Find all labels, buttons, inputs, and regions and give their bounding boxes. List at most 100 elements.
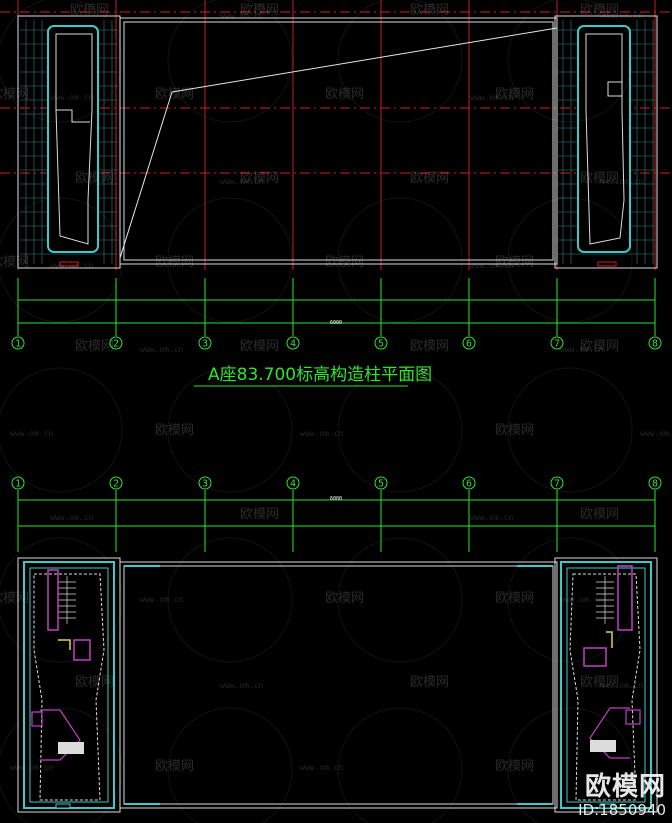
watermark-brand: 欧模网 — [325, 255, 364, 270]
upper-right-core — [554, 15, 658, 269]
watermark-url: www.om.cn — [300, 429, 344, 438]
watermark-brand: 欧模网 — [155, 759, 194, 774]
axis-label: 7 — [554, 479, 560, 490]
axis-label: 5 — [378, 339, 384, 350]
watermark-url: www.om.cn — [10, 429, 54, 438]
axis-label: 6 — [466, 479, 472, 490]
axis-label: 7 — [554, 339, 560, 350]
lower-left-core — [17, 557, 121, 813]
axis-label: 2 — [113, 479, 119, 490]
axis-bubble — [286, 336, 300, 350]
watermark-brand: 欧模网 — [495, 759, 534, 774]
axis-bubble — [198, 336, 212, 350]
axis-label: 8 — [652, 479, 658, 490]
watermark-brand: 欧模网 — [580, 339, 619, 354]
watermark-brand: 欧模网 — [580, 675, 619, 690]
axis-label: 2 — [113, 339, 119, 350]
axis-bubble — [648, 476, 662, 490]
watermark-brand: 欧模网 — [410, 339, 449, 354]
watermark-brand: 欧模网 — [240, 3, 279, 18]
drawing-title: A座83.700标高构造柱平面图 — [194, 365, 432, 387]
watermark-url: www.om.cn — [50, 261, 94, 270]
axis-label: 4 — [290, 339, 296, 350]
watermark-brand: 欧模网 — [75, 339, 114, 354]
watermark-circles — [0, 0, 633, 823]
axis-label: 6 — [466, 339, 472, 350]
watermark-brand: 欧模网 — [0, 87, 29, 102]
watermark-brand: 欧模网 — [410, 3, 449, 18]
watermark-brand: 欧模网 — [0, 255, 29, 270]
axis-bubble — [286, 476, 300, 490]
axis-label: 8 — [652, 339, 658, 350]
axis-label: 3 — [202, 339, 208, 350]
watermark-brand: 欧模网 — [75, 675, 114, 690]
axis-bubble — [109, 336, 123, 350]
watermark-brand: 欧模网 — [580, 507, 619, 522]
axis-bubble — [374, 336, 388, 350]
watermark-url: www.om.cn — [220, 11, 264, 20]
watermark-url: www.om.cn — [470, 513, 514, 522]
watermark-url: www.om.cn — [220, 681, 264, 690]
watermark-brand: 欧模网 — [495, 423, 534, 438]
axis-label: 1 — [15, 479, 21, 490]
axis-label: 1 — [15, 339, 21, 350]
axis-bubble — [648, 336, 662, 350]
brand-logo: 欧模网 — [584, 772, 666, 802]
lower-axis-lines — [17, 490, 656, 552]
upper-dimension-mark: 6000 — [330, 320, 342, 326]
upper-axis-lines — [17, 278, 656, 336]
axis-bubble — [198, 476, 212, 490]
axis-bubble — [374, 476, 388, 490]
watermark-brand: 欧模网 — [325, 87, 364, 102]
watermark-brand: 欧模网 — [580, 3, 619, 18]
watermark-brand: 欧模网 — [410, 675, 449, 690]
drawing-title-text: A座83.700标高构造柱平面图 — [208, 365, 432, 385]
model-id: ID:1850940 — [578, 801, 666, 819]
axis-label: 5 — [378, 479, 384, 490]
watermark-url: www.om.cn — [640, 429, 672, 438]
watermark-brand: 欧模网 — [240, 339, 279, 354]
watermark-url: www.om.cn — [600, 681, 644, 690]
upper-diagonal-lines — [119, 27, 558, 259]
watermark-brand: 欧模网 — [70, 3, 109, 18]
upper-plan: 6000 1 2 3 4 5 6 7 8 — [0, 0, 672, 350]
upper-axis-bubbles: 1 2 3 4 5 6 7 8 — [11, 336, 662, 350]
watermark-url: www.om.cn — [50, 513, 94, 522]
watermark-url: www.om.cn — [470, 93, 514, 102]
watermark-brand: 欧模网 — [155, 423, 194, 438]
axis-label: 3 — [202, 479, 208, 490]
upper-left-core — [17, 15, 121, 269]
watermark-brand: 欧模网 — [0, 591, 29, 606]
watermark-url: www.om.cn — [220, 177, 264, 186]
watermark-url: www.om.cn — [470, 261, 514, 270]
watermark-brand: 欧模网 — [155, 87, 194, 102]
watermark-url: www.om.cn — [140, 345, 184, 354]
watermark-brand: 欧模网 — [240, 171, 279, 186]
watermark-brand: 欧模网 — [580, 171, 619, 186]
watermark-brand: 欧模网 — [155, 255, 194, 270]
watermark-texts: 欧模网欧模网欧模网欧模网欧模网欧模网欧模网欧模网欧模网欧模网欧模网欧模网欧模网欧… — [0, 3, 672, 774]
axis-bubble — [11, 336, 25, 350]
red-horizontal-dashed-lines — [0, 11, 672, 174]
watermark-url: www.om.cn — [600, 11, 644, 20]
axis-bubble — [11, 476, 25, 490]
lower-hall-outline — [119, 561, 558, 809]
lower-dimension-mark: 6000 — [330, 496, 342, 502]
lower-right-core — [554, 557, 658, 813]
watermark-brand: 欧模网 — [495, 255, 534, 270]
watermark-url: www.om.cn — [300, 763, 344, 772]
watermark-brand: 欧模网 — [410, 171, 449, 186]
watermark-brand: 欧模网 — [495, 87, 534, 102]
watermark-url: www.om.cn — [50, 93, 94, 102]
axis-bubble — [462, 336, 476, 350]
axis-bubble — [109, 476, 123, 490]
watermark-brand: 欧模网 — [240, 507, 279, 522]
brand-badge: 欧模网 ID:1850940 — [578, 773, 666, 819]
watermark-url: www.om.cn — [140, 595, 184, 604]
watermark-url: www.om.cn — [560, 595, 604, 604]
watermark-url: www.om.cn — [560, 345, 604, 354]
watermark-brand: 欧模网 — [75, 171, 114, 186]
